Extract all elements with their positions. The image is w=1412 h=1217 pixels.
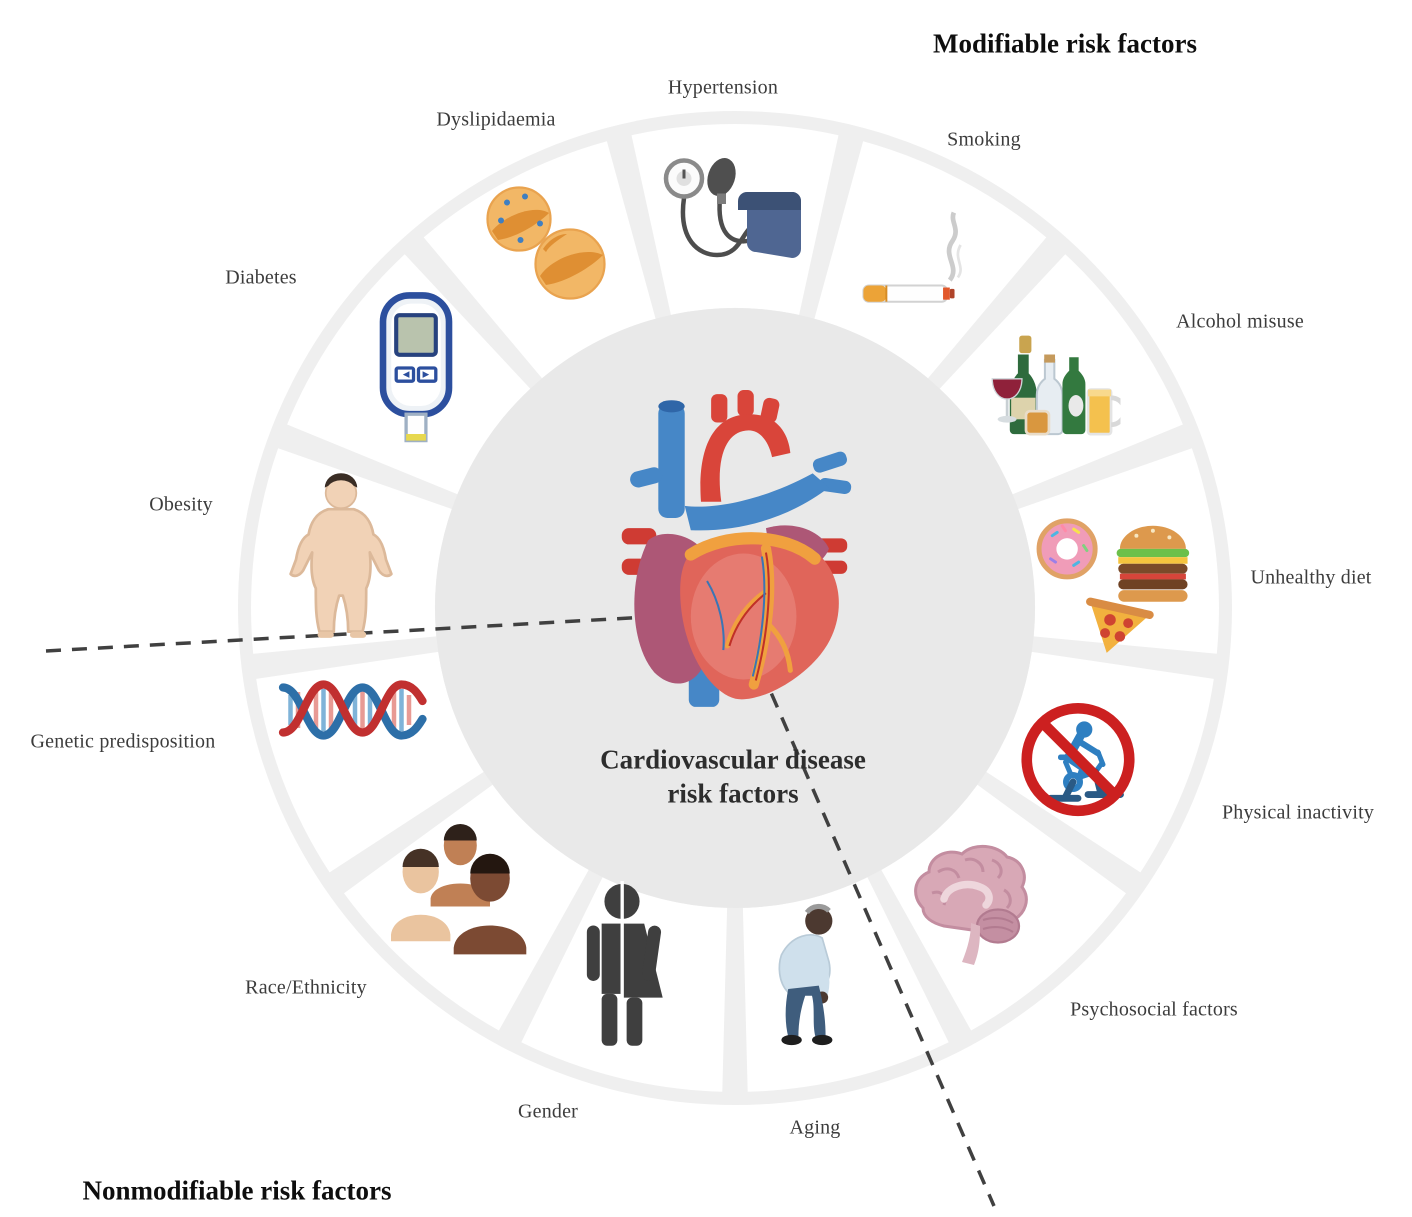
segment-alcohol-misuse [939, 254, 1183, 495]
segment-genetic-predisposition [256, 651, 484, 873]
segment-race-ethnicity [344, 784, 589, 1031]
modifiable-divider-dashed-line [45, 610, 996, 1207]
segment-smoking [814, 141, 1047, 379]
